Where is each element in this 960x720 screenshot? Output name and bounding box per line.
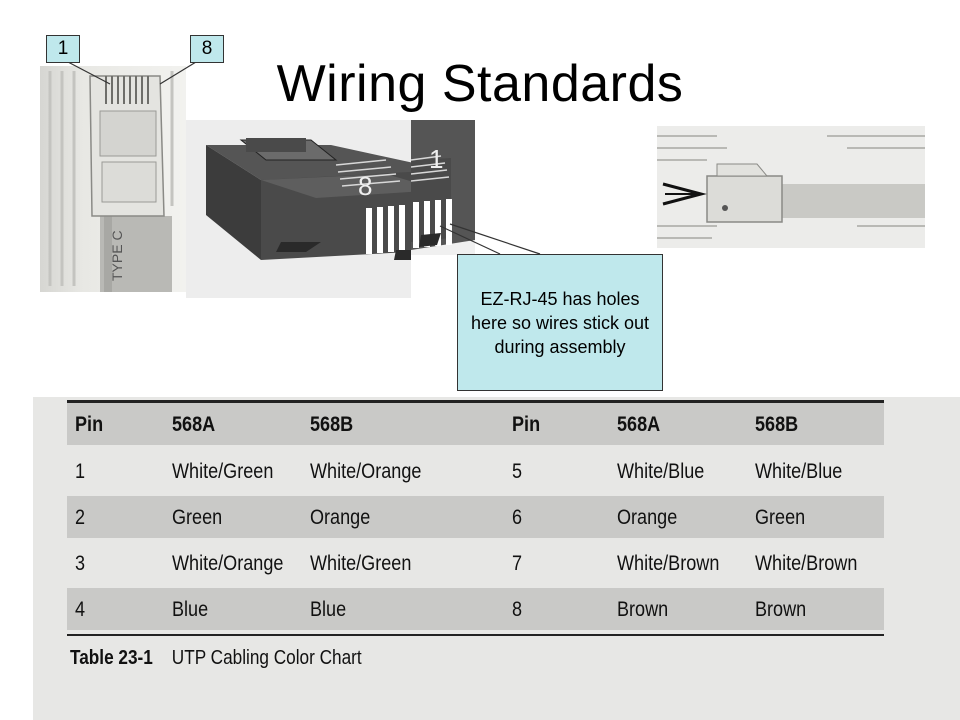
- table-caption-number: Table 23-1: [70, 647, 153, 669]
- cell-568a: White/Orange: [172, 552, 284, 575]
- header-568b: 568B: [310, 413, 354, 436]
- pin-1-label: 1: [46, 35, 80, 63]
- table-caption: Table 23-1 UTP Cabling Color Chart: [70, 647, 362, 670]
- ez-rj45-callout: EZ-RJ-45 has holes here so wires stick o…: [457, 254, 663, 391]
- cell-568b-2: White/Blue: [755, 460, 843, 483]
- header-pin-2: Pin: [512, 413, 541, 436]
- cable-side-illustration: [657, 135, 925, 239]
- cell-568a: Blue: [172, 598, 209, 621]
- cell-568b-2: Green: [755, 506, 806, 529]
- cell-568b: White/Green: [310, 552, 412, 575]
- pin-8-label: 8: [190, 35, 224, 63]
- connector-photo-front: TYPE C: [40, 66, 186, 292]
- table-caption-text: UTP Cabling Color Chart: [171, 647, 362, 669]
- cell-pin: 1: [75, 460, 86, 483]
- cell-pin: 2: [75, 506, 86, 529]
- header-568b-2: 568B: [755, 413, 799, 436]
- cable-photo-side: [657, 126, 925, 248]
- table-top-rule: [67, 400, 884, 403]
- rj45-3d-front-illustration: 1: [410, 120, 475, 250]
- cell-568a-2: White/Brown: [617, 552, 720, 575]
- table-row: 3 White/Orange White/Green 7 White/Brown…: [67, 542, 884, 584]
- cell-pin-2: 8: [512, 598, 523, 621]
- cell-568b: Blue: [310, 598, 347, 621]
- cell-568a-2: White/Blue: [617, 460, 705, 483]
- table-row: 1 White/Green White/Orange 5 White/Blue …: [67, 450, 884, 492]
- cell-568b: Orange: [310, 506, 371, 529]
- cell-pin-2: 6: [512, 506, 523, 529]
- cell-pin-2: 7: [512, 552, 523, 575]
- table-bottom-rule: [67, 634, 884, 636]
- cell-568a-2: Brown: [617, 598, 669, 621]
- cell-568b-2: Brown: [755, 598, 807, 621]
- header-pin: Pin: [75, 413, 104, 436]
- slide-title: Wiring Standards: [276, 55, 684, 113]
- cell-568a: White/Green: [172, 460, 274, 483]
- table-row: 4 Blue Blue 8 Brown Brown: [67, 588, 884, 630]
- cell-pin-2: 5: [512, 460, 523, 483]
- cell-pin: 4: [75, 598, 86, 621]
- table-row: 2 Green Orange 6 Orange Green: [67, 496, 884, 538]
- rj45-front-illustration: TYPE C: [48, 71, 174, 292]
- cell-568a: Green: [172, 506, 223, 529]
- cell-568b: White/Orange: [310, 460, 422, 483]
- connector-diagram-right: 1: [410, 120, 475, 255]
- connector-diagram: 8: [186, 120, 446, 298]
- rj45-3d-illustration: 8: [206, 138, 446, 260]
- table-scan-background: [33, 397, 960, 720]
- table-header-row: Pin 568A 568B Pin 568A 568B: [67, 403, 884, 445]
- cell-568b-2: White/Brown: [755, 552, 858, 575]
- pin-number-8: 8: [358, 171, 372, 201]
- pin-number-1: 1: [429, 144, 443, 174]
- cell-pin: 3: [75, 552, 86, 575]
- header-568a: 568A: [172, 413, 216, 436]
- cell-568a-2: Orange: [617, 506, 678, 529]
- header-568a-2: 568A: [617, 413, 661, 436]
- cable-print-text: TYPE C: [109, 230, 125, 281]
